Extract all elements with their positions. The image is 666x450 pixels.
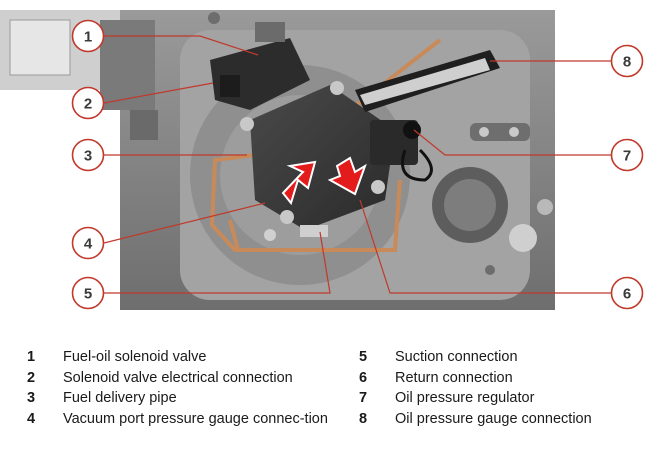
svg-text:7: 7	[623, 148, 631, 165]
svg-text:2: 2	[84, 96, 92, 113]
legend-item: 8 Oil pressure gauge connection	[359, 409, 659, 430]
legend-label: Suction connection	[395, 349, 518, 365]
legend-label: Fuel delivery pipe	[63, 390, 177, 406]
legend-label: Oil pressure regulator	[395, 390, 535, 406]
legend-item: 4 Vacuum port pressure gauge connec-tion	[27, 409, 357, 430]
solenoid-valve	[210, 22, 310, 110]
callout-5: 5	[71, 276, 105, 310]
callout-3: 3	[71, 138, 105, 172]
legend-label: Oil pressure gauge connection	[395, 410, 592, 427]
callout-7: 7	[610, 138, 644, 172]
legend-label: Fuel-oil solenoid valve	[63, 349, 207, 365]
svg-text:6: 6	[623, 286, 631, 303]
oil-pump-illustration: 1 2 3 4 5 6 7 8	[0, 10, 644, 310]
svg-text:1: 1	[84, 29, 92, 46]
svg-text:4: 4	[84, 236, 93, 253]
legend-item: 2 Solenoid valve electrical connection	[27, 368, 357, 389]
callout-4: 4	[71, 226, 105, 260]
flow-arrows	[281, 156, 367, 206]
legend-item: 6 Return connection	[359, 368, 659, 389]
svg-text:3: 3	[84, 148, 92, 165]
svg-text:8: 8	[623, 54, 631, 71]
legend-number: 3	[27, 390, 36, 406]
callout-1: 1	[71, 19, 105, 53]
legend-number: 1	[27, 349, 36, 365]
legend-number: 6	[359, 369, 368, 386]
legend-label: Solenoid valve electrical connection	[63, 369, 293, 386]
leader-lines	[103, 35, 611, 294]
pressure-regulator	[370, 120, 433, 182]
legend-number: 4	[27, 410, 36, 427]
legend-number: 2	[27, 369, 36, 386]
pressure-gauge-tube	[355, 50, 500, 112]
legend-right-column: 5 Suction connection 6 Return connection…	[359, 347, 659, 429]
callout-6: 6	[610, 276, 644, 310]
legend-item: 5 Suction connection	[359, 347, 659, 368]
svg-text:5: 5	[84, 286, 92, 303]
legend-label: Vacuum port pressure gauge connec-tion	[63, 410, 328, 427]
callout-2: 2	[71, 86, 105, 120]
legend-number: 7	[359, 390, 368, 406]
legend-label: Return connection	[395, 369, 513, 386]
legend-number: 5	[359, 349, 368, 365]
legend-item: 3 Fuel delivery pipe	[27, 388, 357, 409]
legend-item: 1 Fuel-oil solenoid valve	[27, 347, 357, 368]
legend-item: 7 Oil pressure regulator	[359, 388, 659, 409]
callout-8: 8	[610, 44, 644, 78]
legend-left-column: 1 Fuel-oil solenoid valve 2 Solenoid val…	[27, 347, 357, 429]
legend-number: 8	[359, 410, 368, 427]
